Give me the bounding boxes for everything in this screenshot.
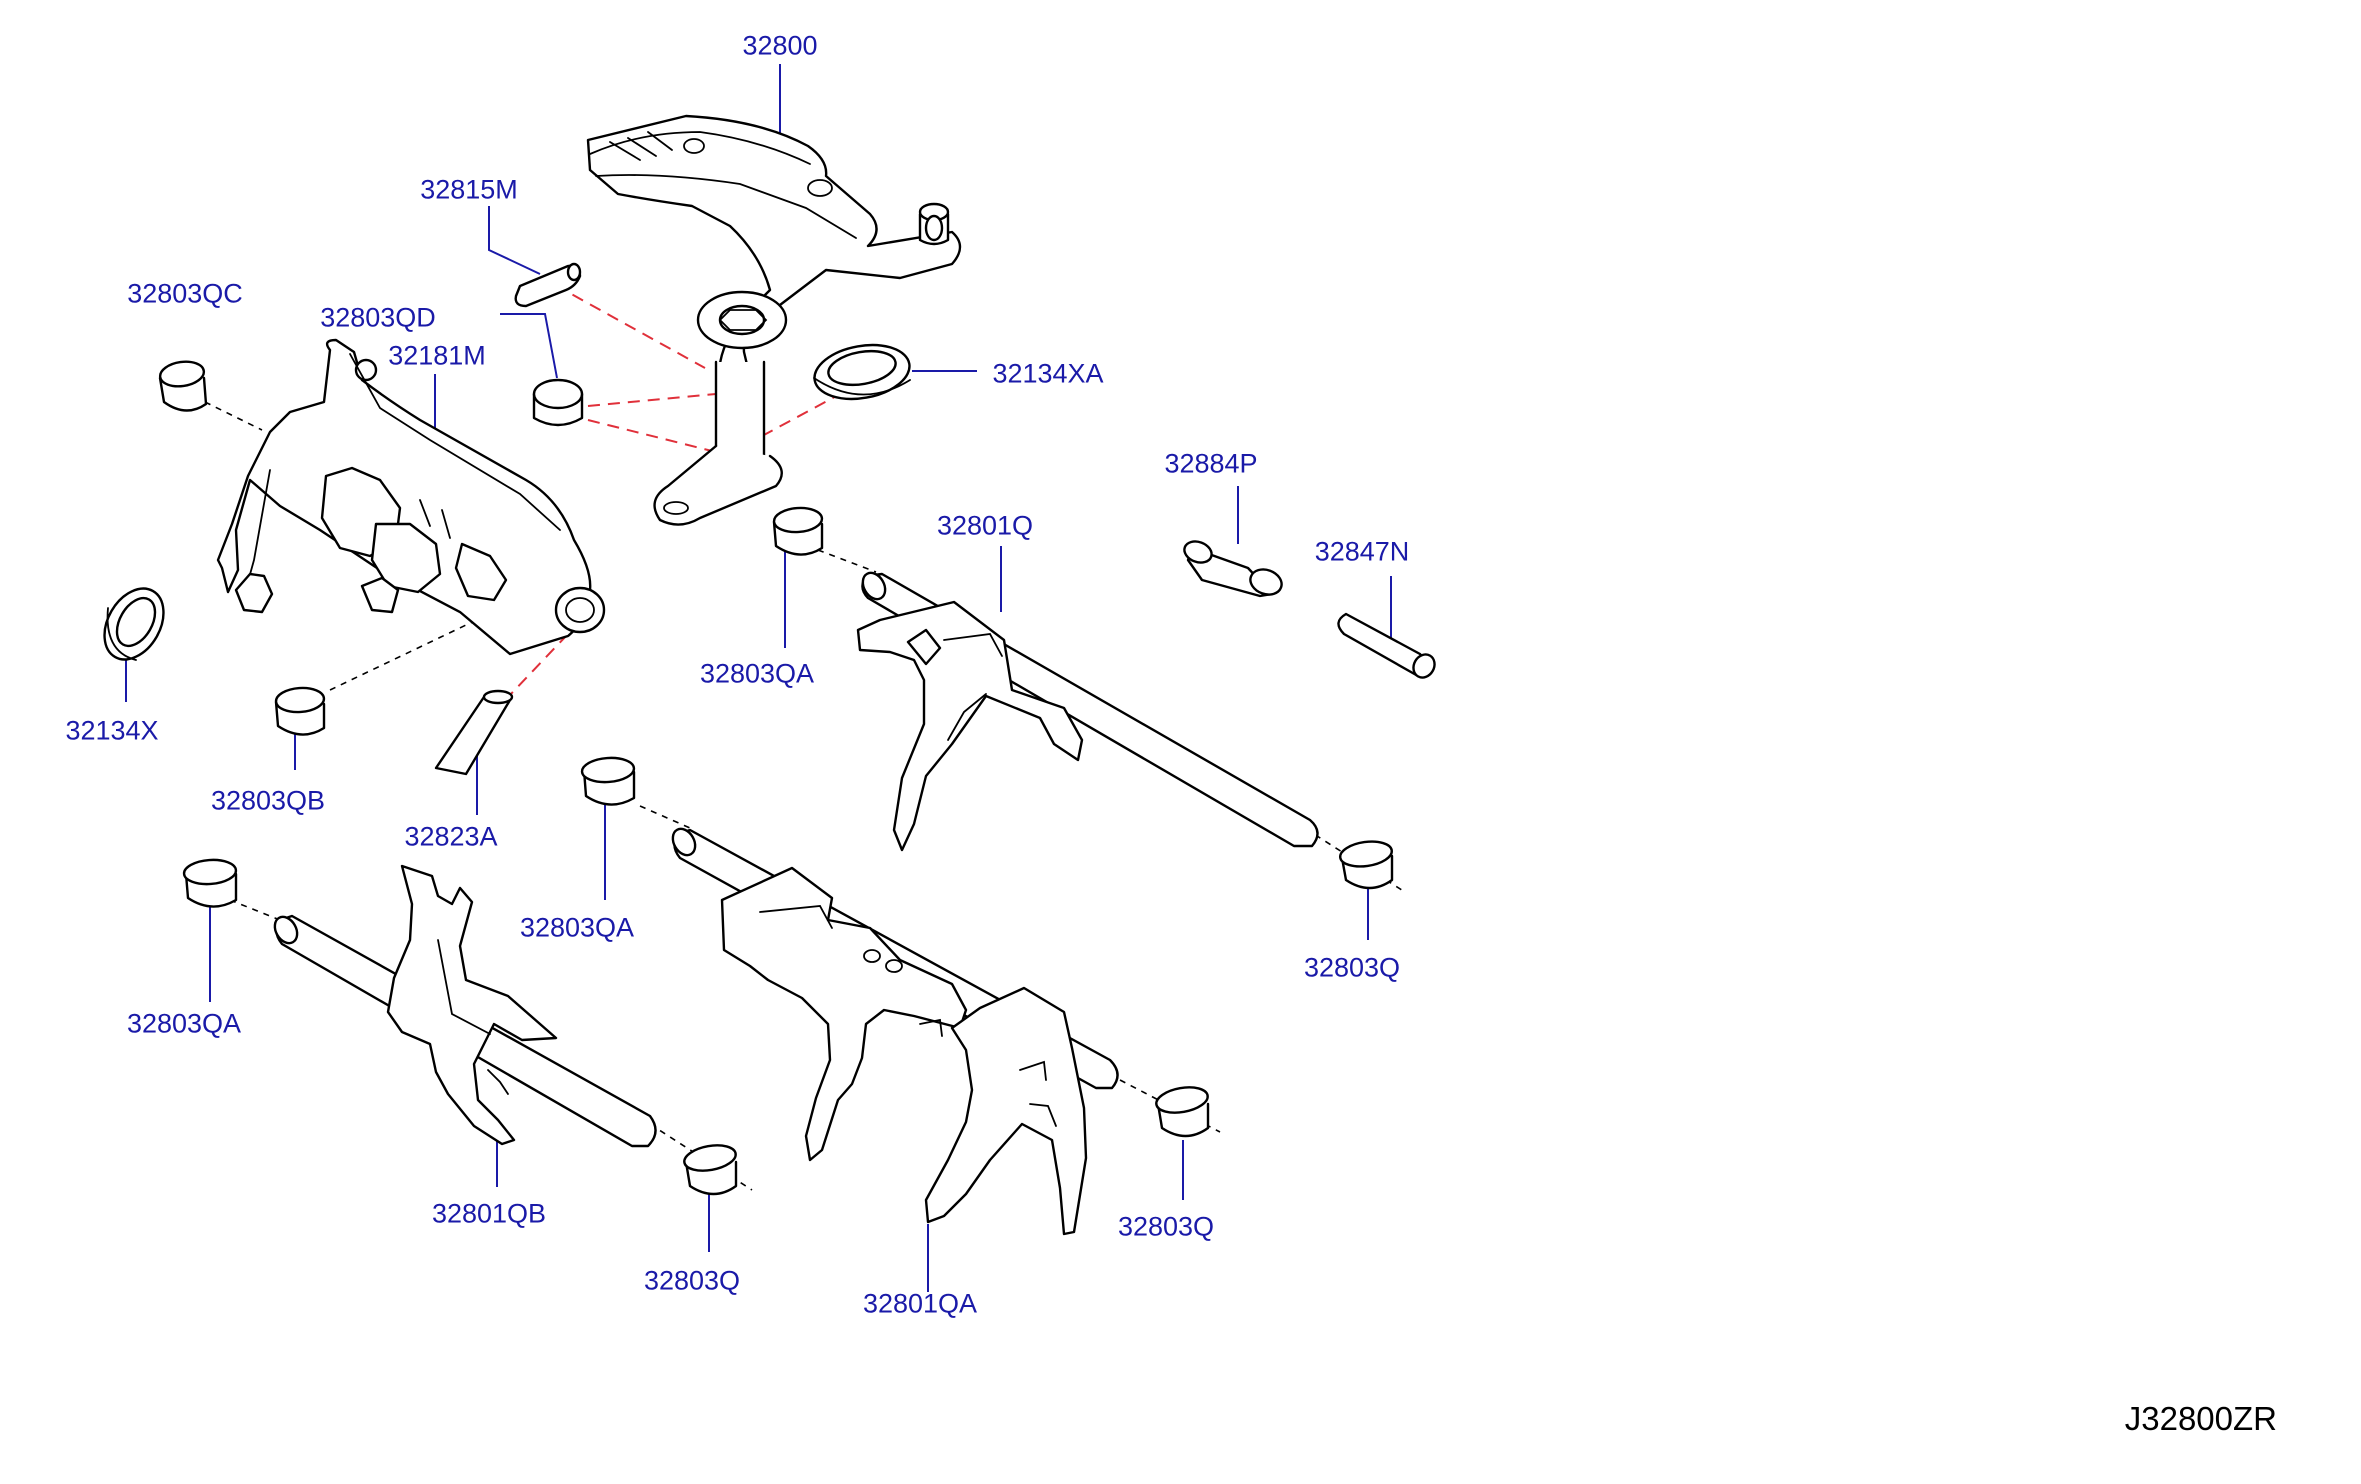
bushing-32803Q-bottom [683,1144,738,1196]
leader-lines [125,64,1392,1292]
callout-32803QA-lower[interactable]: 32803QA [126,1008,242,1039]
bushing-32803QA-middle [580,756,636,806]
sleeve-32884P [1183,540,1283,598]
callout-32847N[interactable]: 32847N [1314,536,1410,567]
fork-rod-32801Q [856,571,1319,852]
oil-seal-32134XA [813,343,911,401]
callout-32803QD[interactable]: 32803QD [320,302,436,333]
shift-bracket-32181M [216,338,606,656]
diagram-code: J32800ZR [2124,1400,2277,1437]
callout-32803QA-middle[interactable]: 32803QA [519,912,635,943]
bushing-32803QD [532,378,584,427]
bushing-32803QA-lower [182,858,238,908]
bushing-32803QC [158,360,208,412]
callout-32803Q-right[interactable]: 32803Q [1303,952,1401,983]
bushing-32803QA-upper [772,506,824,556]
fork-rod-32801QB [273,864,657,1148]
callout-32800[interactable]: 32800 [742,30,818,61]
pin-32815M [514,262,582,308]
oil-seal-32134X [103,587,165,661]
callout-32803QA-upper[interactable]: 32803QA [699,658,815,689]
striking-lever-32800 [586,114,962,526]
callout-32803Q-lower-right[interactable]: 32803Q [1117,1211,1215,1242]
pin-32847N [1337,612,1436,679]
callout-32803Q-bottom[interactable]: 32803Q [643,1265,741,1296]
bushing-32803Q-lower-right [1155,1086,1210,1138]
callout-32803QB[interactable]: 32803QB [210,785,326,816]
pin-32823A [434,689,514,776]
callout-32884P[interactable]: 32884P [1164,448,1258,479]
callout-32815M[interactable]: 32815M [420,174,518,205]
fork-rod-32801QA [671,827,1119,1236]
callout-32803QC[interactable]: 32803QC [127,278,243,309]
callout-32801QA[interactable]: 32801QA [862,1288,978,1319]
bushing-32803Q-right [1338,840,1394,890]
bushing-32803QB [274,686,326,736]
callout-32801QB[interactable]: 32801QB [431,1198,547,1229]
callout-32134X[interactable]: 32134X [65,715,159,746]
callout-32823A[interactable]: 32823A [404,821,498,852]
callout-32134XA[interactable]: 32134XA [992,358,1104,389]
callout-32801Q[interactable]: 32801Q [936,510,1034,541]
callout-32181M[interactable]: 32181M [388,340,486,371]
